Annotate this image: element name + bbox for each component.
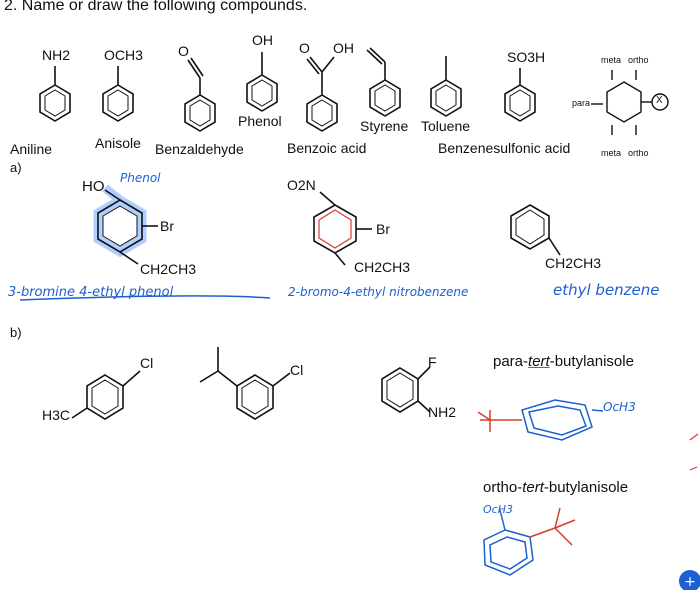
- a-mol1-answer: 3-bromine 4-ethyl phenol: [8, 285, 174, 300]
- meta-top-label: meta: [601, 55, 622, 65]
- anisole-sub: OCH3: [104, 47, 143, 63]
- b-ortho-tbutyl: [529, 507, 576, 546]
- b-para-och3: OcH3: [603, 400, 636, 414]
- a-mol1-ho: HO: [82, 178, 105, 195]
- anisole-ring: [102, 66, 134, 122]
- b-para-tbutyl: [477, 410, 522, 432]
- b-name1-prefix: para-: [493, 353, 529, 370]
- phenol-sub: OH: [252, 32, 273, 48]
- benzoic-ring: [306, 56, 338, 132]
- x-label: X: [656, 95, 663, 106]
- toluene-name: Toluene: [421, 118, 471, 134]
- b-mol3-f: F: [428, 354, 437, 370]
- a-mol1-br: Br: [160, 218, 174, 234]
- b-ortho-drawing: [483, 509, 534, 576]
- a-mol1-ethyl: CH2CH3: [140, 261, 197, 277]
- b-name1-tert: tert: [528, 353, 550, 370]
- b-mol3-ring: [381, 366, 431, 413]
- ortho-top-label: ortho: [628, 55, 649, 65]
- aniline-sub: NH2: [42, 47, 71, 63]
- a-mol1-ring: [97, 189, 158, 265]
- b-name1: para-tert-butylanisole: [493, 353, 634, 370]
- a-mol3-ring: [510, 204, 561, 256]
- add-icon: [679, 570, 700, 590]
- anisole-name: Anisole: [95, 135, 141, 151]
- a-mol2-answer: 2-bromo-4-ethyl nitrobenzene: [288, 285, 469, 299]
- phenol-name: Phenol: [238, 113, 282, 129]
- phenol-ring: [246, 52, 278, 112]
- b-mol2-ring: [199, 347, 291, 420]
- benzenesulfonic-sub: SO3H: [507, 49, 546, 65]
- b-mol3-nh2: NH2: [428, 404, 457, 420]
- b-mol1-cl: Cl: [140, 355, 154, 371]
- positions-diagram: [591, 70, 669, 135]
- a-mol3-answer: ethyl benzene: [553, 281, 660, 299]
- b-name2-suffix: -butylanisole: [543, 479, 629, 496]
- b-mol1-h3c: H3C: [42, 407, 71, 423]
- a-mol1-answer-underline: [19, 295, 271, 301]
- para-label: para: [572, 98, 591, 108]
- edge-marks: [689, 433, 699, 471]
- b-para-drawing: [521, 399, 604, 441]
- benzaldehyde-name: Benzaldehyde: [155, 141, 244, 157]
- a-mol2-br: Br: [376, 221, 390, 237]
- a-mol3-ethyl: CH2CH3: [545, 255, 602, 271]
- benzoic-o: O: [299, 40, 310, 56]
- benzenesulfonic-ring: [504, 68, 536, 122]
- a-mol1-note: Phenol: [120, 171, 161, 185]
- b-name2: ortho-tert-butylanisole: [483, 479, 628, 496]
- benzoic-name: Benzoic acid: [287, 140, 367, 156]
- aniline-name: Aniline: [10, 141, 53, 157]
- a-mol2-ethyl: CH2CH3: [354, 259, 411, 275]
- b-name2-prefix: ortho-: [483, 479, 523, 496]
- question-title: 2. Name or draw the following compounds.: [4, 0, 308, 14]
- toluene-ring: [430, 56, 462, 117]
- svg-text:+: +: [684, 574, 696, 590]
- b-name1-suffix: -butylanisole: [549, 353, 634, 370]
- styrene-name: Styrene: [360, 118, 409, 134]
- ortho-bottom-label: ortho: [628, 148, 649, 158]
- benzaldehyde-sub: O: [178, 43, 189, 59]
- styrene-ring: [366, 47, 401, 117]
- b-mol2-cl: Cl: [290, 362, 304, 378]
- part-b-label: b): [10, 325, 22, 340]
- part-a-label: a): [10, 160, 22, 175]
- meta-bottom-label: meta: [601, 148, 622, 158]
- benzoic-oh: OH: [333, 40, 354, 56]
- b-name2-tert: tert: [522, 479, 544, 496]
- benzenesulfonic-name: Benzenesulfonic acid: [438, 140, 571, 156]
- benzaldehyde-ring: [184, 57, 216, 132]
- a-mol2-o2n: O2N: [287, 177, 316, 193]
- b-ortho-och3: OcH3: [483, 503, 513, 516]
- a-mol2-ring: [313, 191, 372, 266]
- aniline-ring: [39, 66, 71, 122]
- b-mol1-ring: [71, 370, 141, 420]
